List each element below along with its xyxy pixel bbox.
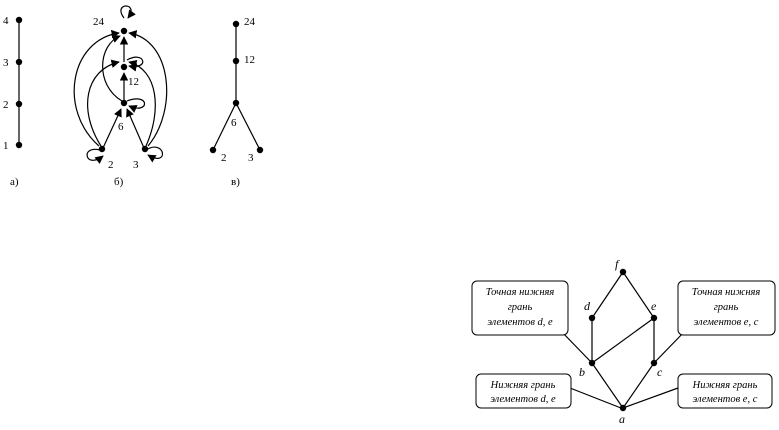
hasse-node-2 [209, 146, 217, 154]
callout-top-left-line3: элементов d, e [487, 317, 553, 328]
relation-node-3 [141, 145, 149, 153]
callout-top-right-line2: грань [714, 302, 739, 313]
loop-2 [86, 148, 104, 164]
edge-3-6 [126, 108, 145, 149]
relation-node-2 [98, 145, 106, 153]
callout-pointer-bottom-left [569, 387, 622, 409]
lattice-edge-f-d [591, 271, 624, 319]
lattice-edge-c-a [622, 362, 655, 409]
lattice-node-e [650, 314, 658, 322]
callout-top-right: Точная нижняя грань элементов e, c [677, 280, 776, 336]
chain-node-4 [15, 16, 23, 24]
lattice-label-f: f [615, 257, 620, 271]
relation-label-2: 2 [108, 159, 114, 171]
callout-bottom-left: Нижняя грань элементов d, e [475, 373, 572, 409]
chain-label-4: 4 [3, 15, 9, 27]
lattice-node-b [588, 359, 596, 367]
hasse-node-24 [232, 20, 240, 28]
caption-b: б) [114, 176, 124, 188]
hasse-label-2: 2 [221, 152, 227, 164]
callout-bottom-right: Нижняя грань элементов e, c [677, 373, 773, 409]
lattice-node-a [619, 404, 627, 412]
lattice-label-b: b [579, 365, 585, 379]
lattice-diagram: f d e b c a Точная нижняя грань элементо… [471, 257, 776, 426]
lattice-edge-e-b [591, 317, 655, 364]
lattice-label-e: e [651, 299, 657, 313]
lattice-node-d [588, 314, 596, 322]
callout-pointer-top-right [653, 329, 687, 364]
chain-label-3: 3 [3, 57, 9, 69]
lattice-node-c [650, 359, 658, 367]
callout-bottom-right-line1: Нижняя грань [692, 380, 758, 391]
chain-node-3 [15, 58, 23, 66]
caption-c: в) [231, 176, 240, 188]
hasse-node-6 [232, 99, 240, 107]
callout-top-left: Точная нижняя грань элементов d, e [471, 280, 569, 336]
diagram-a-chain: 4 3 2 1 а) [3, 15, 23, 188]
hasse-node-3 [256, 146, 264, 154]
diagram-b-relation: 24 12 6 2 3 б) [73, 5, 168, 188]
callout-pointer-bottom-right [622, 387, 679, 409]
relation-label-6: 6 [118, 121, 124, 133]
relation-label-12: 12 [128, 76, 139, 88]
relation-label-3: 3 [133, 159, 139, 171]
callout-bottom-left-line2: элементов d, e [490, 394, 556, 405]
loop-6 [126, 98, 145, 113]
callout-top-right-line3: элементов e, c [694, 317, 759, 328]
relation-label-24: 24 [93, 16, 105, 28]
hasse-edge-6-2 [212, 102, 237, 151]
callout-bottom-right-line2: элементов e, c [693, 394, 758, 405]
callout-top-right-line1: Точная нижняя [692, 287, 761, 298]
chain-label-2: 2 [3, 99, 9, 111]
lattice-label-d: d [584, 299, 591, 313]
edge-6-24 [102, 34, 123, 102]
diagram-c-hasse: 24 12 6 2 3 в) [209, 16, 264, 188]
edge-3-12 [128, 59, 156, 147]
loop-12 [126, 56, 144, 72]
edge-2-24 [73, 29, 120, 147]
relation-node-12 [120, 63, 128, 71]
lattice-edge-f-e [622, 271, 655, 319]
edge-2-12 [87, 59, 120, 147]
relation-node-6 [120, 99, 128, 107]
callout-top-left-line2: грань [508, 302, 533, 313]
chain-node-1 [15, 141, 23, 149]
loop-3 [145, 146, 164, 163]
chain-label-1: 1 [3, 140, 9, 152]
caption-a: а) [10, 176, 19, 188]
relation-node-24 [120, 27, 128, 35]
edge-2-6 [102, 108, 122, 149]
hasse-label-24: 24 [244, 16, 256, 28]
lattice-label-a: a [619, 412, 625, 425]
edge-3-24 [128, 30, 168, 147]
hasse-label-12: 12 [244, 54, 255, 66]
hasse-edge-6-3 [235, 102, 261, 151]
callout-bottom-left-line1: Нижняя грань [490, 380, 556, 391]
lattice-node-f [619, 268, 627, 276]
callout-pointer-top-left [559, 329, 593, 364]
lattice-label-c: c [657, 365, 663, 379]
hasse-node-12 [232, 57, 240, 65]
hasse-label-3: 3 [248, 152, 254, 164]
callout-top-left-line1: Точная нижняя [486, 287, 555, 298]
chain-node-2 [15, 100, 23, 108]
lattice-edge-b-a [591, 362, 624, 409]
hasse-label-6: 6 [231, 117, 237, 129]
loop-24 [120, 5, 136, 19]
